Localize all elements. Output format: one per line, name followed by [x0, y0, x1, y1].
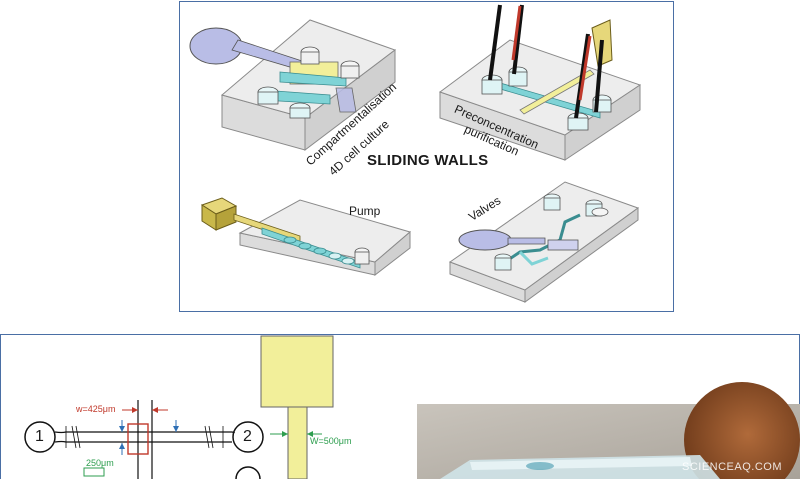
watermark: SCIENCEAQ.COM	[681, 461, 782, 473]
compartmentalisation-device	[189, 19, 397, 152]
dimension-250: 250μm	[86, 458, 114, 468]
preconcentration-device	[438, 4, 642, 161]
sliding-wall-schematic	[260, 335, 334, 479]
channel-schematic	[24, 400, 264, 479]
sliding-walls-title: SLIDING WALLS	[367, 152, 489, 169]
dimension-w-500: W=500μm	[310, 436, 352, 446]
label-pump: Pump	[349, 204, 381, 218]
dimension-w-425: w=425μm	[76, 404, 116, 414]
pump-device	[200, 197, 412, 277]
port-1-label: 1	[35, 428, 44, 445]
port-2-label: 2	[243, 428, 252, 445]
device-photo	[417, 382, 800, 479]
valves-device	[448, 181, 640, 303]
